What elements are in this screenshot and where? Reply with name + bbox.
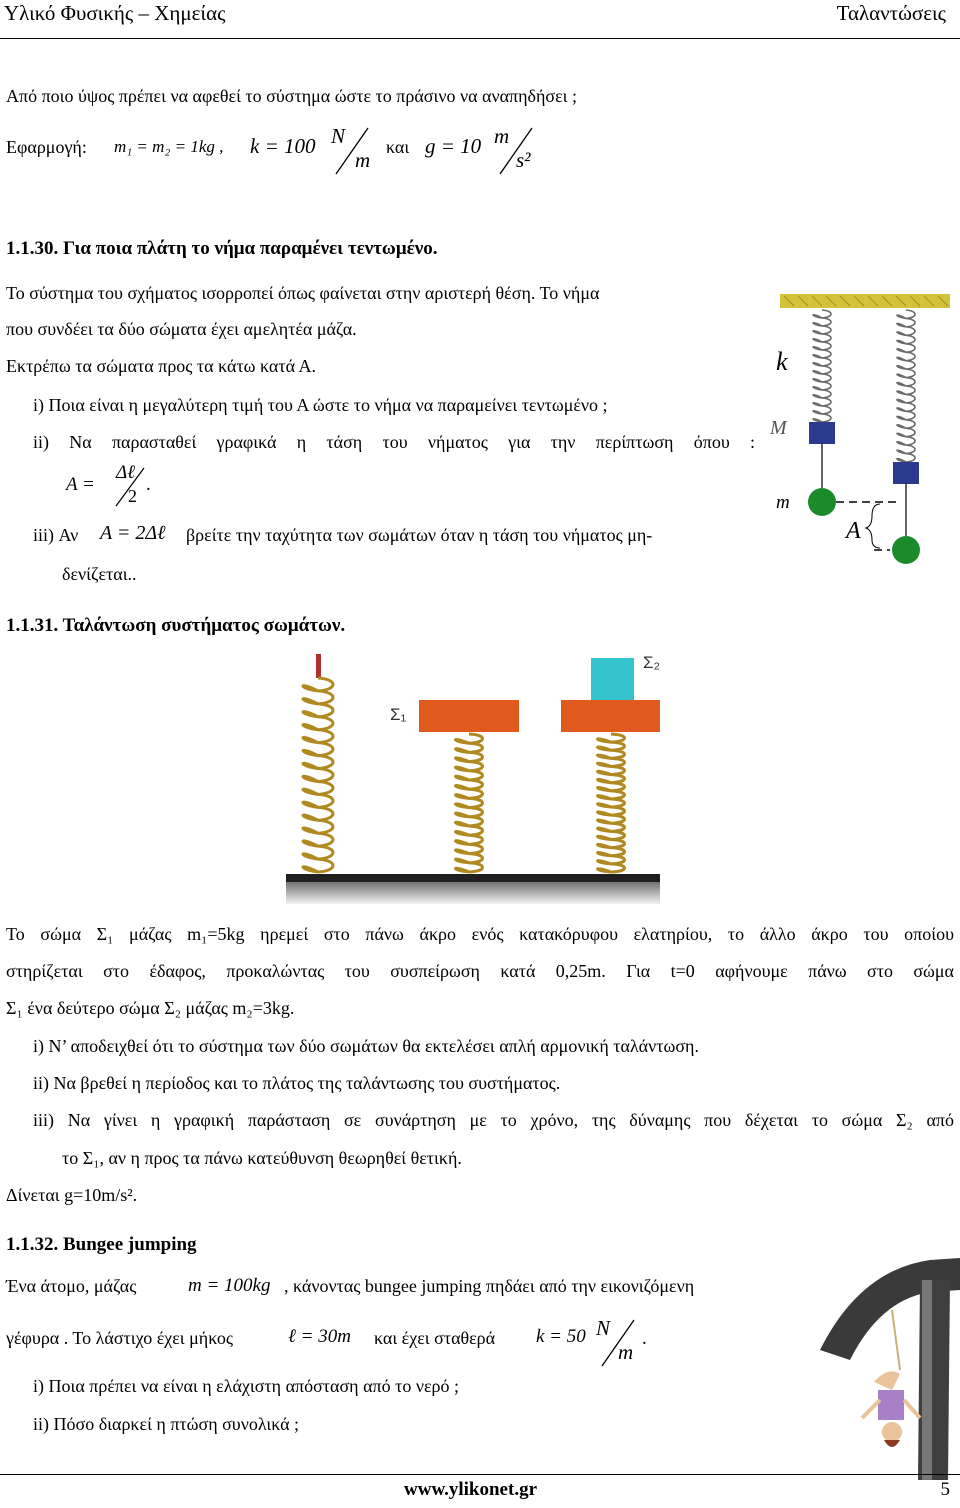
ex32-line2-end: .: [642, 1328, 647, 1349]
label-m: m: [776, 492, 790, 513]
ex31-item-iii: iii) Να γίνει η γραφική παράσταση σε συν…: [33, 1110, 954, 1130]
ex32-line1-post: , κάνοντας bungee jumping πηδάει από την…: [284, 1276, 695, 1296]
ex30-item-iii-formula: A = 2Δℓ: [100, 522, 166, 544]
spring-1: [301, 676, 335, 874]
spring-3: [596, 732, 626, 874]
floor: [286, 874, 660, 882]
block-M-left: [809, 422, 835, 444]
ex32-line2-pre: γέφυρα . Το λάστιχο έχει μήκος: [6, 1328, 234, 1348]
ex30-formula-end: .: [146, 474, 151, 495]
ex30-title: 1.1.30. Για ποια πλάτη το νήμα παραμένει…: [6, 238, 438, 259]
ex30-item-i: i) Ποια είναι η μεγαλύτερη τιμή του Α ώσ…: [33, 395, 608, 415]
intro-app-masses: m₁ = m₂ = 1kg ,: [114, 137, 224, 156]
block-s2: [591, 658, 634, 700]
header-rule: [0, 38, 960, 39]
ex32-line2-mid: και έχει σταθερά: [374, 1328, 496, 1348]
ex30-formula-num: Δℓ: [116, 462, 136, 483]
ex32-item-ii: ii) Πόσο διαρκεί η πτώση συνολικά ;: [33, 1414, 300, 1434]
ex31-p3: Σ₁ ένα δεύτερο σώμα Σ₂ μάζας m₂=3kg.: [6, 998, 295, 1018]
ex32-title: 1.1.32. Bungee jumping: [6, 1234, 197, 1255]
ex30-line2: που συνδέει τα δύο σώματα έχει αμελητέα …: [6, 319, 357, 339]
header-left: Υλικό Φυσικής – Χημείας: [4, 1, 226, 25]
ex32-line2-k: k = 50: [536, 1326, 586, 1347]
label-A: A: [844, 518, 861, 544]
intro-app-and: και: [386, 137, 410, 157]
ex30-item-iii-post: βρείτε την ταχύτητα των σωμάτων όταν η τ…: [186, 525, 653, 545]
ex31-item-i: i) Ν’ αποδειχθεί ότι το σύστημα των δύο …: [33, 1036, 699, 1056]
ex31-title: 1.1.31. Ταλάντωση συστήματος σωμάτων.: [6, 615, 346, 636]
ex31-item-iii-line2: το Σ₁, αν η προς τα πάνω κατεύθυνση θεωρ…: [62, 1148, 462, 1168]
intro-app-g: g = 10: [425, 134, 482, 158]
intro-app-k: k = 100: [250, 134, 316, 158]
label-s1: Σ₁: [390, 705, 407, 724]
header-right: Ταλαντώσεις: [836, 1, 946, 25]
intro-app-g-num: m: [494, 124, 510, 148]
block-M-right: [893, 462, 919, 484]
ex30-item-ii: ii) Να παρασταθεί γραφικά η τάση του νήμ…: [33, 432, 755, 452]
spring-right: [896, 309, 916, 463]
ex32-line2-k-den: m: [618, 1340, 634, 1364]
fraction-slash: [335, 127, 369, 175]
footer-website-link[interactable]: www.ylikonet.gr: [404, 1479, 537, 1500]
intro-app-k-den: m: [355, 148, 371, 172]
ex32-line1-math: m = 100kg: [188, 1275, 271, 1296]
ex30-figure: k M m A: [769, 294, 950, 564]
ball-m-left: [808, 488, 836, 516]
bungee-figure: [820, 1258, 960, 1480]
ex30-formula-a: A =: [66, 474, 95, 495]
block-s1-right: [561, 700, 660, 732]
label-s2: Σ₂: [643, 653, 660, 672]
label-M: M: [769, 417, 788, 439]
spring-left: [812, 309, 832, 423]
ex31-p2: στηρίζεται στο έδαφος, προκαλώντας του σ…: [6, 961, 954, 981]
spring-2: [454, 732, 484, 874]
ceiling: [780, 294, 950, 308]
ex30-item-iii-line2: δενίζεται..: [62, 564, 137, 584]
ex32-line2-math: ℓ = 30m: [288, 1326, 351, 1347]
ex31-given: Δίνεται g=10m/s².: [6, 1185, 138, 1205]
ex31-item-ii: ii) Να βρεθεί η περίοδος και το πλάτος τ…: [33, 1073, 561, 1093]
ex32-item-i: i) Ποια πρέπει να είναι η ελάχιστη απόστ…: [33, 1376, 460, 1396]
intro-app-k-num: N: [331, 124, 346, 148]
fraction-slash: [115, 467, 145, 507]
ball-m-right: [892, 536, 920, 564]
ex30-formula-den: 2: [128, 486, 137, 506]
ex30-line3: Εκτρέπω τα σώματα προς τα κάτω κατά Α.: [6, 356, 317, 376]
ex30-item-iii-pre: iii) Αν: [33, 525, 79, 545]
fraction-slash: [601, 1319, 635, 1367]
label-k: k: [776, 347, 788, 376]
intro-question: Από ποιο ύψος πρέπει να αφεθεί το σύστημ…: [6, 86, 578, 106]
intro-app-g-den: s²: [516, 148, 531, 172]
fraction-slash: [499, 127, 533, 175]
ex32-line1-pre: Ένα άτομο, μάζας: [6, 1276, 137, 1296]
footer-rule: [0, 1474, 960, 1475]
intro-app-label: Εφαρμογή:: [6, 137, 87, 157]
ex31-p1: Το σώμα Σ₁ μάζας m₁=5kg ηρεμεί στο πάνω …: [6, 924, 954, 944]
block-s1: [419, 700, 519, 732]
footer-page-number: 5: [940, 1479, 951, 1500]
ex31-figure: Σ₁ Σ₂: [286, 653, 660, 904]
ex32-line2-k-num: N: [596, 1316, 611, 1340]
ex30-line1: Το σύστημα του σχήματος ισορροπεί όπως φ…: [6, 283, 600, 303]
